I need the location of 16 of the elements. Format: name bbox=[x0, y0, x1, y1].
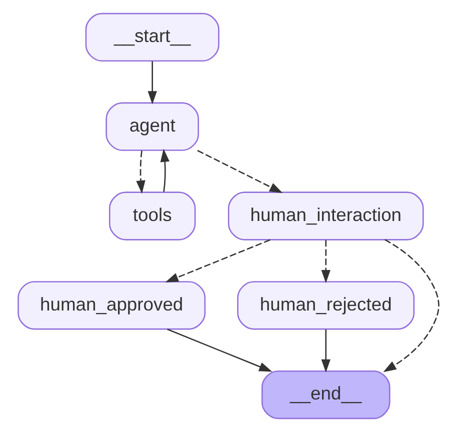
arrow bbox=[167, 328, 272, 372]
node-box: __end__ bbox=[261, 370, 390, 420]
arrow bbox=[160, 148, 170, 192]
arrow bbox=[165, 239, 270, 282]
node-box: tools bbox=[108, 192, 196, 240]
arrow bbox=[148, 61, 157, 104]
arrow bbox=[136, 150, 146, 194]
node-box: __start__ bbox=[85, 12, 220, 62]
arrow bbox=[321, 240, 330, 284]
node-box: human_interaction bbox=[228, 192, 424, 240]
node-box: human_approved bbox=[18, 281, 206, 330]
node-box: human_rejected bbox=[237, 281, 415, 330]
arrow bbox=[383, 239, 440, 372]
arrow bbox=[321, 330, 330, 373]
node-box: agent bbox=[106, 102, 200, 151]
arrow bbox=[197, 150, 283, 194]
